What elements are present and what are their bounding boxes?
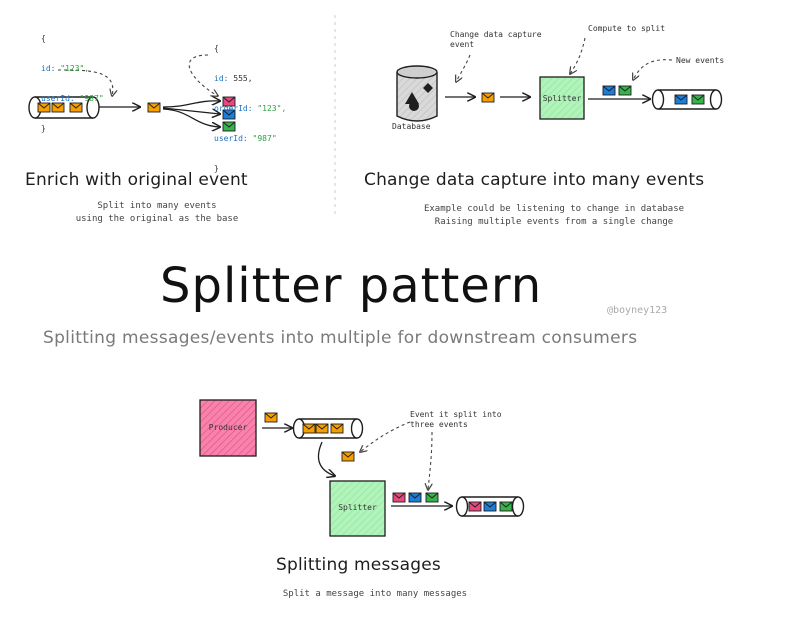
enriched-json-close: }	[214, 164, 219, 173]
cdc-event-envelope-icon	[481, 92, 495, 103]
split-event-envelope-icon	[341, 451, 355, 462]
cdc-splitter-label: Splitter	[542, 94, 582, 103]
author-credit: @boyney123	[607, 305, 668, 316]
enrich-heading: Enrich with original event	[25, 170, 248, 190]
cdc-new-events-label: New events	[676, 56, 725, 65]
cdc-new-green-icon	[618, 85, 632, 96]
cdc-heading: Change data capture into many events	[364, 170, 705, 190]
enriched-event-json: { id: 555, orderId: "123", userId: "987"…	[214, 24, 286, 194]
split-input-queue-icon	[292, 418, 364, 439]
database-icon	[396, 65, 438, 122]
enriched-json-order-key: orderId:	[214, 104, 253, 113]
split-splitter-label: Splitter	[338, 503, 377, 512]
producer-event-envelope-icon	[264, 412, 278, 423]
enriched-json-id-value: 555,	[233, 74, 253, 83]
enriched-json-user-value: "987"	[252, 134, 277, 143]
split-splitter-box	[329, 480, 386, 537]
splitting-heading: Splitting messages	[276, 555, 441, 575]
split-out-blue-icon	[408, 492, 422, 503]
cdc-change-label: Change data capture event	[450, 30, 542, 49]
cdc-compute-label: Compute to split	[588, 24, 666, 33]
original-json-id-key: id:	[41, 64, 56, 73]
cdc-queue-icon	[651, 89, 723, 110]
split-output-queue-icon	[455, 496, 525, 517]
cdc-splitter-box	[539, 76, 585, 120]
original-json-open: {	[41, 34, 46, 43]
producer-label: Producer	[208, 423, 248, 432]
page-title: Splitter pattern	[160, 258, 543, 314]
original-json-id-value: "123",	[60, 64, 90, 73]
producer-box	[199, 399, 257, 457]
original-event-json: { id: "123", userId: "987" }	[41, 14, 104, 154]
enrich-queue-icon	[28, 96, 100, 119]
page-subtitle: Splitting messages/events into multiple …	[43, 328, 638, 348]
enriched-json-user-key: userId:	[214, 134, 248, 143]
database-label: Database	[392, 122, 431, 131]
cdc-new-blue-icon	[602, 85, 616, 96]
original-json-user-key: userId:	[41, 94, 75, 103]
split-out-pink-icon	[392, 492, 406, 503]
original-json-close: }	[41, 124, 46, 133]
splitting-description: Split a message into many messages	[282, 589, 468, 599]
enriched-json-open: {	[214, 44, 219, 53]
enrich-description: Split into many events using the origina…	[75, 201, 239, 224]
split-annotation: Event it split into three events	[410, 410, 502, 429]
enriched-json-id-key: id:	[214, 74, 229, 83]
cdc-description: Example could be listening to change in …	[423, 204, 685, 227]
split-out-green-icon	[425, 492, 439, 503]
original-json-user-value: "987"	[79, 94, 104, 103]
enrich-event-envelope-icon	[147, 102, 161, 113]
enriched-json-order-value: "123",	[257, 104, 287, 113]
